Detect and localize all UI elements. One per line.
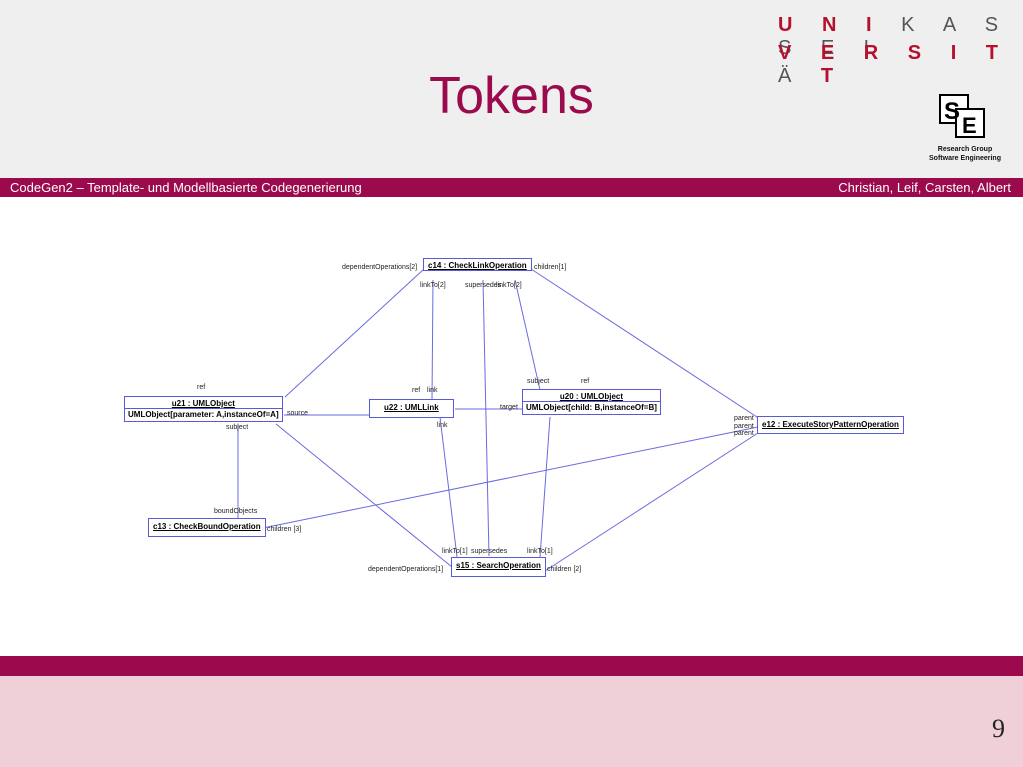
logo-caption-line-1: Research Group [937, 146, 993, 153]
role-label: ref [197, 384, 206, 391]
edge-u20-s15 [539, 416, 551, 558]
node-c14: c14 : CheckLinkOperation [423, 258, 532, 271]
university-logo-line-2: V E R S I T Ä T [778, 42, 1023, 88]
svg-text:E: E [962, 113, 977, 138]
role-label: linkTo[2] [420, 282, 446, 289]
node-u22: u22 : UMLLink [369, 399, 454, 418]
page-number: 9 [992, 714, 1005, 743]
role-label: children [3] [267, 526, 302, 533]
node-u20-expression: UMLObject[child: B,instanceOf=B] [523, 401, 660, 414]
edge-c14-e12 [530, 268, 761, 420]
role-label: linkTo[1] [527, 548, 553, 555]
university-logo-line-1: U N I K A S S E L [778, 14, 1023, 60]
edge-c14-u22 [431, 279, 434, 401]
node-e12-name: e12 : ExecuteStoryPatternOperation [762, 420, 899, 429]
node-s15: s15 : SearchOperation [451, 557, 546, 577]
role-label: dependentOperations[2] [342, 264, 418, 271]
role-label: linkTo[1] [442, 548, 468, 555]
role-label: ref [581, 378, 590, 385]
role-label: link [427, 387, 438, 394]
edge-c14-u20 [514, 279, 541, 391]
page-title: Tokens [429, 67, 594, 125]
role-label: dependentOperations[1] [368, 566, 444, 573]
logo-caption-line-2: Software Engineering [929, 155, 1001, 162]
role-label: ref [412, 387, 421, 394]
role-label: supersedes [471, 548, 508, 555]
edge-u21-s15 [275, 423, 453, 568]
node-e12: e12 : ExecuteStoryPatternOperation [757, 416, 904, 434]
node-u20-name: u20 : UMLObject [559, 392, 624, 401]
logo-red-letters: T [820, 65, 846, 87]
role-label: source [287, 410, 309, 417]
se-logo-icon: S E [939, 94, 985, 138]
logo-red-letters: V E R S I T [778, 42, 1011, 64]
node-s15-name: s15 : SearchOperation [456, 561, 541, 570]
course-title: CodeGen2 – Template- und Modellbasierte … [10, 180, 362, 195]
bottom-accent-bar [0, 656, 1023, 676]
role-label: linkTo[2] [496, 282, 522, 289]
role-label: children [2] [547, 566, 582, 573]
edge-c13-e12 [262, 426, 759, 529]
se-logo-caption: Research Group Software Engineering [910, 145, 1020, 163]
role-label: boundObjects [214, 508, 258, 515]
role-label: supersedes [465, 282, 502, 289]
role-label: children[1] [534, 264, 567, 271]
node-u21-name: u21 : UMLObject [171, 399, 235, 408]
role-label: target [500, 404, 518, 411]
node-u21: u21 : UMLObject UMLObject[parameter: A,i… [124, 396, 283, 422]
authors: Christian, Leif, Carsten, Albert [838, 180, 1011, 195]
slide-footer: 9 [0, 676, 1023, 767]
svg-text:S: S [944, 98, 960, 125]
role-label: subject [226, 424, 249, 431]
node-u22-name: u22 : UMLLink [384, 403, 439, 412]
edge-c14-u21 [284, 268, 425, 398]
role-label: parent [734, 430, 754, 437]
slide-header: U N I K A S S E L V E R S I T Ä T Tokens… [0, 0, 1023, 178]
node-u20: u20 : UMLObject UMLObject[child: B,insta… [522, 389, 661, 415]
edge-c14-s15 [482, 279, 490, 557]
node-c13-name: c13 : CheckBoundOperation [153, 522, 261, 531]
edge-s15-e12 [544, 432, 759, 572]
role-label: subject [527, 378, 550, 385]
node-c14-name: c14 : CheckLinkOperation [428, 261, 527, 270]
node-u21-expression: UMLObject[parameter: A,instanceOf=A] [125, 408, 282, 421]
logo-red-letters: U N I [778, 14, 884, 36]
course-bar: CodeGen2 – Template- und Modellbasierte … [0, 178, 1023, 197]
role-label: parent [734, 423, 754, 430]
role-label: parent [734, 415, 754, 422]
object-diagram: c14 : CheckLinkOperation u21 : UMLObject… [0, 197, 1023, 656]
edge-u22-s15 [439, 416, 458, 558]
diagram-edges [237, 268, 761, 572]
node-c13: c13 : CheckBoundOperation [148, 518, 266, 537]
role-label: link [437, 422, 448, 429]
logo-gray-letters: K A S S E L [778, 14, 1011, 59]
logo-gray-letters: Ä [778, 65, 804, 87]
